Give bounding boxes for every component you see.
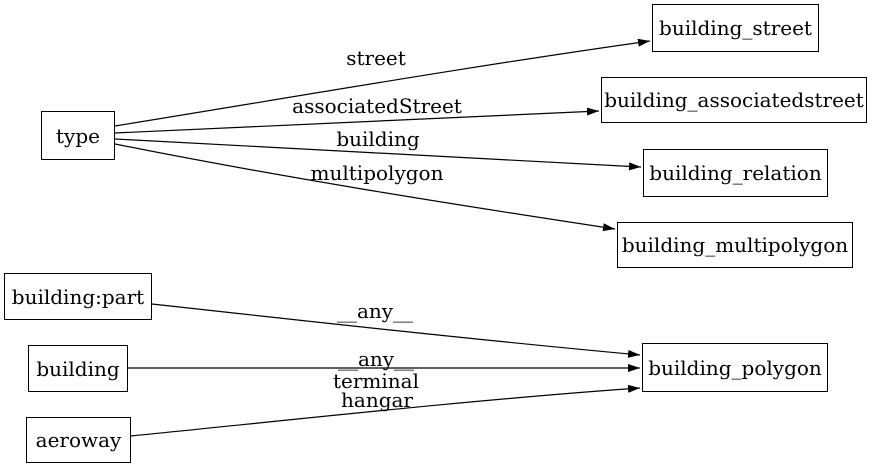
node-building-associatedstreet-label: building_associatedstreet [604,88,864,112]
node-building-relation-label: building_relation [649,161,822,185]
node-building-polygon: building_polygon [642,343,828,392]
node-building-part-label: building:part [11,284,145,309]
node-aeroway: aeroway [26,417,131,463]
edge-aeroway-building-polygon [130,384,641,437]
node-building-polygon-label: building_polygon [648,355,822,380]
node-type: type [41,111,115,160]
edge-label-building: building [336,127,420,151]
node-aeroway-label: aeroway [35,428,122,452]
edge-label-any-building: __any__ [337,347,415,371]
node-building-label: building [36,356,120,381]
edge-label-terminal: terminal [333,369,419,393]
node-building-multipolygon-label: building_multipolygon [621,233,849,257]
node-building-associatedstreet: building_associatedstreet [601,77,867,123]
edge-label-hangar: hangar [341,388,413,412]
edge-type-building-street [114,38,651,127]
edge-type-building-multipolygon [114,143,616,232]
edge-label-associatedstreet: associatedStreet [292,94,462,118]
node-building-multipolygon: building_multipolygon [617,222,853,268]
node-building: building [28,345,128,392]
edge-label-multipolygon: multipolygon [310,161,444,185]
node-building-street-label: building_street [659,16,812,40]
edge-label-street: street [346,46,406,70]
edge-label-any-buildingpart: __any__ [336,299,414,323]
node-building-relation: building_relation [643,149,828,197]
edge-type-building-associatedstreet [114,107,600,134]
node-building-street: building_street [652,4,819,52]
node-building-part: building:part [4,273,152,320]
edge-buildingpart-building-polygon [151,303,641,358]
node-type-label: type [56,123,100,148]
edge-type-building-relation [114,138,642,171]
